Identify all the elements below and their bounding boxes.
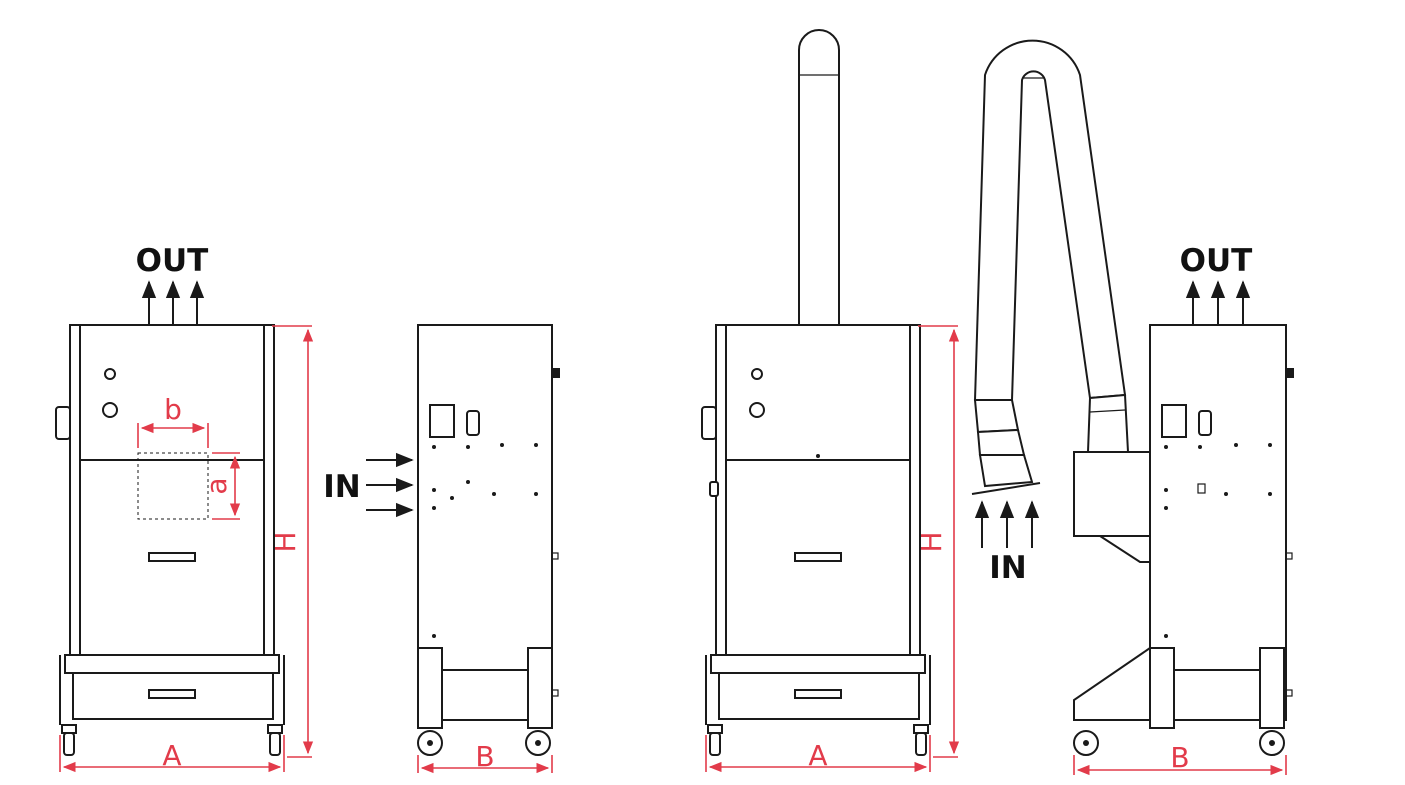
lock-icon	[1197, 483, 1206, 494]
in-label-1: IN	[323, 469, 360, 505]
front-view-unit-2	[701, 29, 931, 756]
airflow-in-arrows-1	[366, 452, 414, 518]
dimension-h-label-1: H	[269, 531, 302, 552]
dimension-lines-2	[417, 755, 553, 774]
airflow-in-arrows-2	[974, 500, 1040, 548]
dimension-small-a-label: a	[200, 477, 233, 494]
front-view-unit-1	[55, 324, 285, 756]
dimension-lines-4	[1073, 755, 1287, 776]
dimension-b-label-2: B	[1170, 741, 1189, 774]
gauge-icon	[102, 402, 118, 418]
side-view-unit-2	[971, 39, 1294, 756]
dimension-lines-3	[705, 325, 960, 773]
dimension-small-b-label: b	[164, 393, 182, 426]
out-label-2: OUT	[1180, 243, 1253, 279]
dimension-a-label-1: A	[162, 739, 181, 772]
out-label-1: OUT	[136, 243, 209, 279]
dimension-h-label-2: H	[915, 531, 948, 552]
side-view-unit-1	[417, 324, 560, 756]
door-handle	[148, 552, 196, 562]
dimension-b-label-1: B	[475, 740, 494, 773]
airflow-out-arrows-1	[141, 280, 205, 324]
control-switch	[429, 404, 455, 438]
dimension-lines-1	[59, 325, 314, 773]
airflow-out-arrows-2	[1185, 280, 1251, 324]
in-label-2: IN	[989, 550, 1026, 586]
dimension-a-label-2: A	[808, 739, 827, 772]
